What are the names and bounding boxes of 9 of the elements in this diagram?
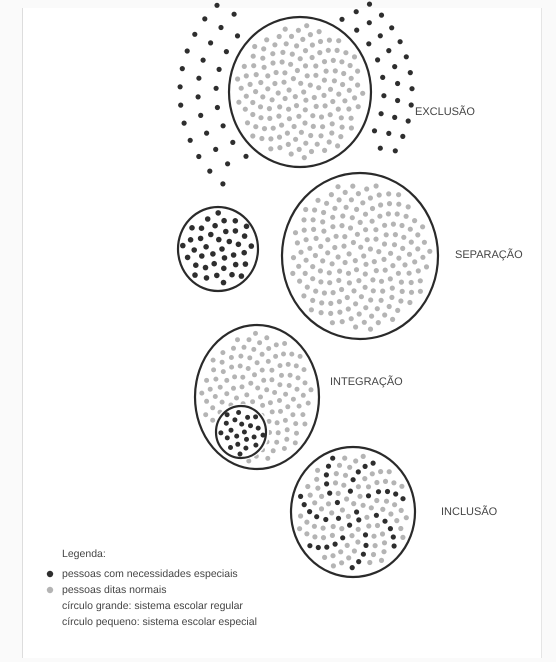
legend-text: círculo pequeno: sistema escolar especial — [62, 616, 257, 628]
legend-text: círculo grande: sistema escolar regular — [62, 600, 243, 612]
stage-label: INCLUSÃO — [441, 506, 498, 518]
stage-label: INTEGRAÇÃO — [330, 376, 403, 388]
stage-label: EXCLUSÃO — [415, 106, 475, 118]
stage-label: SEPARAÇÃO — [455, 249, 523, 261]
legend-heading: Legenda: — [62, 548, 106, 560]
legend-text: pessoas ditas normais — [62, 584, 166, 596]
legend-text: pessoas com necessidades especiais — [62, 568, 238, 580]
